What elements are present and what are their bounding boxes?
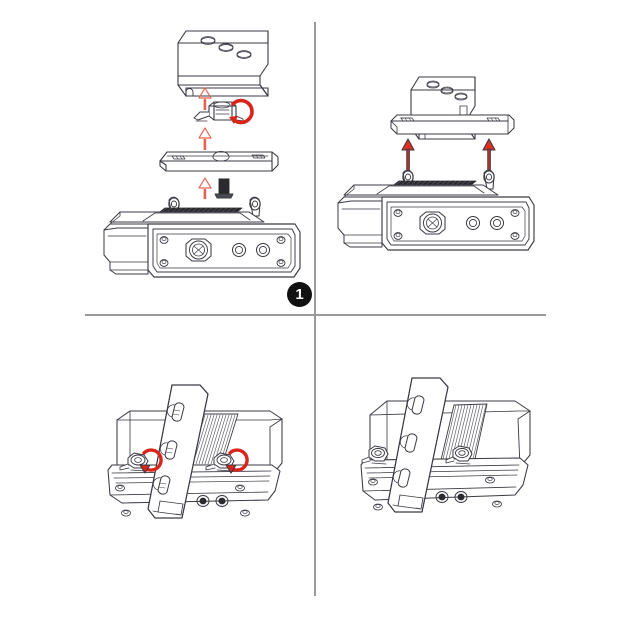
step-3-illustration bbox=[107, 384, 283, 519]
rotate-arrow-left-nut bbox=[139, 448, 163, 474]
step-4-illustration bbox=[360, 377, 531, 513]
rotate-arrow-right-nut bbox=[225, 448, 249, 474]
port-connector-left bbox=[232, 243, 246, 257]
port-connector-left bbox=[466, 216, 480, 230]
cable-gland-connector bbox=[419, 211, 446, 235]
rotate-arrow-nut bbox=[229, 98, 254, 125]
port-connector-left bbox=[435, 491, 449, 503]
quadrant-divider-horizontal bbox=[85, 314, 546, 316]
up-arrow-to-nut bbox=[198, 127, 212, 150]
step-panel-3: 3 bbox=[0, 315, 315, 630]
tightened-nut-right bbox=[445, 445, 473, 465]
insert-arrows bbox=[401, 138, 496, 172]
assembly-arrows bbox=[198, 87, 254, 199]
port-connector-right bbox=[490, 216, 504, 230]
step-panel-1: 1 bbox=[0, 0, 315, 315]
mounted-channel-bracket-part bbox=[147, 384, 209, 519]
up-arrow-right bbox=[482, 138, 496, 172]
assembled-channel-and-plate-part bbox=[390, 76, 515, 140]
flood-light-body-part bbox=[103, 196, 301, 278]
flood-light-body-part bbox=[337, 169, 535, 251]
step-badge-1: 1 bbox=[287, 282, 312, 307]
up-arrow-to-channel bbox=[198, 87, 212, 110]
port-connector-right bbox=[215, 495, 229, 507]
step-panel-2: 2 bbox=[315, 0, 630, 315]
completed-assembly-part bbox=[360, 377, 531, 513]
tighten-rotation-arrows bbox=[139, 448, 249, 474]
tightened-nut-left bbox=[361, 445, 389, 465]
fixing-bolt-part bbox=[214, 178, 234, 199]
strut-channel-bracket-part bbox=[177, 30, 269, 97]
up-arrow-to-plate bbox=[198, 177, 212, 199]
tightening-nut-left bbox=[119, 452, 149, 472]
port-connector-left bbox=[196, 495, 210, 507]
step-panel-4: 4 bbox=[315, 315, 630, 630]
mounting-plate-part bbox=[159, 151, 279, 172]
port-connector-right bbox=[256, 243, 270, 257]
up-arrow-left bbox=[401, 138, 415, 172]
tightening-nut-right bbox=[205, 452, 235, 472]
step-2-illustration bbox=[337, 76, 535, 251]
mounted-channel-bracket-part bbox=[387, 377, 449, 513]
step-1-illustration bbox=[103, 30, 301, 278]
cable-gland-connector bbox=[185, 238, 212, 262]
quadrant-divider-vertical bbox=[314, 22, 316, 596]
port-connector-right bbox=[454, 491, 468, 503]
